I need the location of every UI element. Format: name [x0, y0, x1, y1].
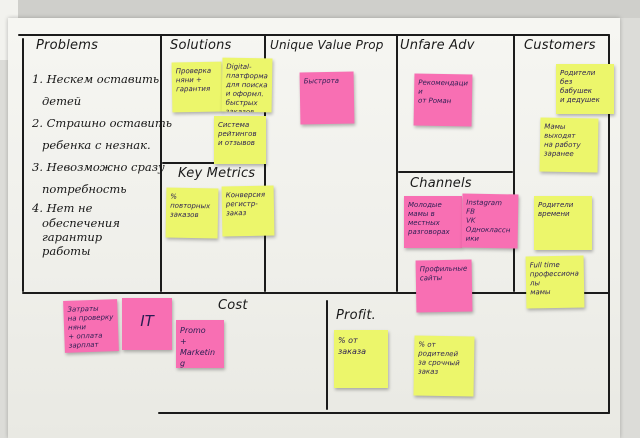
- problems-list: 1. Нескем оставить детей 2. Страшно оста…: [32, 68, 172, 258]
- flipchart-paper: Problems Solutions Unique Value Prop Unf…: [8, 18, 620, 438]
- sticky-note-cost-promo: Promo + Marketing: [176, 320, 224, 368]
- sticky-note-profit-urgent: % от родителей за срочный заказ: [413, 335, 475, 397]
- sticky-note-cost-it: IT: [122, 298, 172, 350]
- problems-line: обеспечения: [42, 216, 120, 230]
- problems-line: 3. Невозможно сразу: [32, 160, 165, 174]
- sticky-note-uvp-speed: Быстрота: [299, 71, 355, 125]
- sticky-note-customers-parents: Родители без бабушек и дедушек: [556, 64, 614, 114]
- background-wall: [0, 0, 640, 18]
- problems-line: 4. Нет не: [32, 201, 93, 215]
- problems-line: 1. Нескем оставить: [32, 72, 160, 86]
- header-unique-value: Unique Value Prop: [270, 38, 384, 52]
- sticky-note-channels-moms: Молодые мамы в местных разговорах: [404, 196, 462, 248]
- sticky-note-channels-sites: Профильные сайты: [415, 259, 473, 313]
- problems-line: ребенка с незнак.: [42, 138, 151, 152]
- grid-line-key-metrics: [162, 162, 264, 164]
- sticky-note-cost-verification: Затраты на проверку няни + оплата зарпла…: [63, 299, 119, 353]
- grid-line-bottom: [158, 412, 610, 414]
- sticky-note-customers-fulltime: Full time профессионалы мамы: [525, 255, 585, 309]
- grid-line-bottom-section: [22, 292, 610, 294]
- header-cost: Cost: [218, 298, 248, 313]
- grid-line-problems-right: [160, 34, 162, 292]
- sticky-note-customers-time: Родители времени: [534, 196, 592, 250]
- sticky-note-solutions-platform: Digital- платформа для поиска и оформл. …: [221, 57, 273, 113]
- header-problems: Problems: [36, 38, 99, 53]
- sticky-note-unfair-recommendations: Рекомендации от Роман: [413, 73, 473, 127]
- problems-line: потребность: [42, 182, 127, 196]
- grid-line-channels: [398, 171, 513, 173]
- header-solutions: Solutions: [170, 38, 232, 53]
- header-channels: Channels: [410, 176, 472, 191]
- problems-line: работы: [42, 244, 91, 258]
- sticky-note-solutions-verification: Проверка няни + гарантия: [171, 61, 223, 113]
- header-unfair-advantage: Unfare Adv: [400, 38, 475, 53]
- grid-line-right-edge: [608, 34, 610, 414]
- sticky-note-profit-order: % от заказа: [334, 330, 388, 388]
- grid-line-top: [18, 34, 610, 36]
- header-customers: Customers: [524, 38, 596, 53]
- problems-line: гарантир: [42, 230, 103, 244]
- sticky-note-metrics-conversion: Конверсия регистр-заказ: [221, 185, 275, 237]
- problems-line: детей: [42, 94, 82, 108]
- header-profit: Profit.: [336, 308, 376, 323]
- grid-line-left-edge: [22, 38, 24, 292]
- sticky-note-customers-moms-work: Мамы выходят на работу заранее: [539, 117, 599, 173]
- sticky-note-metrics-repeat: % повторных заказов: [165, 187, 219, 239]
- grid-line-cost-profit: [326, 300, 328, 410]
- grid-line-uvp-right: [396, 34, 398, 292]
- header-key-metrics: Key Metrics: [178, 166, 256, 181]
- problems-line: 2. Страшно оставить: [32, 116, 172, 130]
- sticky-note-solutions-ratings: Система рейтингов и отзывов: [214, 116, 266, 164]
- grid-line-unfair-right: [513, 34, 515, 292]
- sticky-note-channels-social: Instagram FB VK Одноклассники: [461, 193, 519, 249]
